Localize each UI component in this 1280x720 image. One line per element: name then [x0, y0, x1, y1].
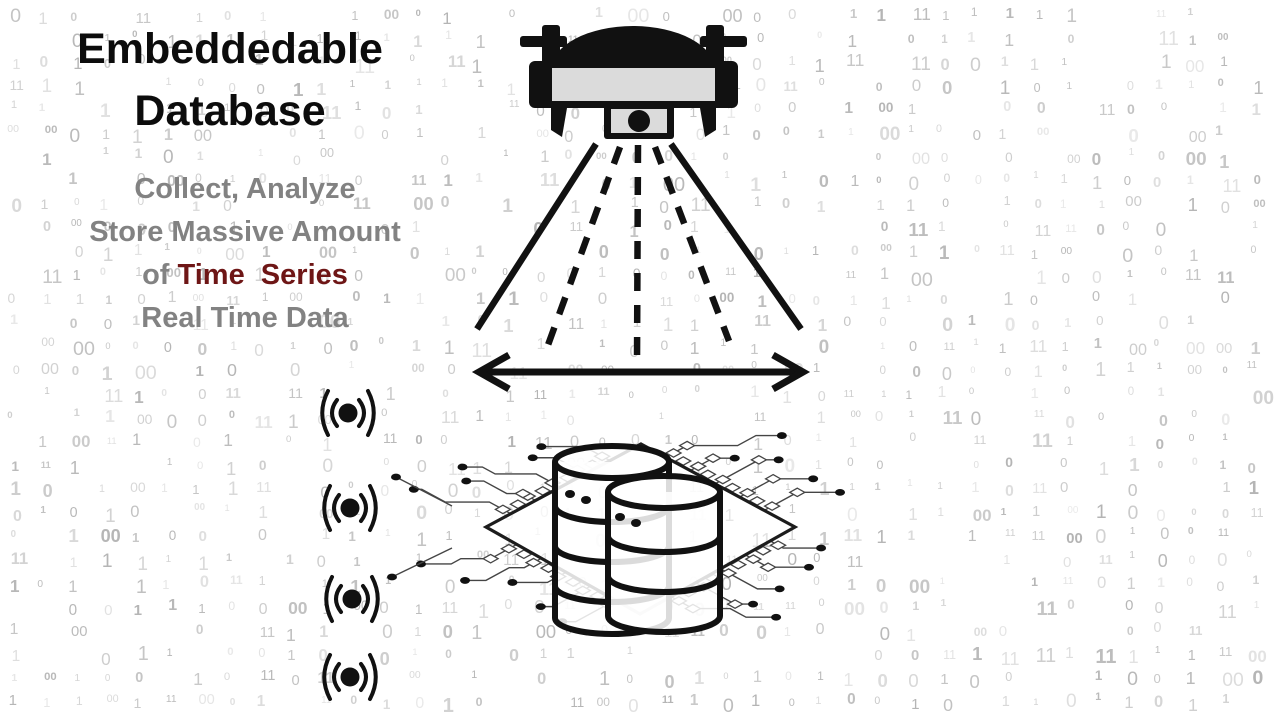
trace-endpoint — [527, 454, 538, 462]
trace-endpoint — [808, 475, 819, 483]
signal-dot — [338, 403, 358, 423]
scan-width-arrow — [471, 351, 811, 393]
wireless-sensor-icon — [320, 389, 376, 437]
trace-pad — [738, 487, 757, 498]
trace-pad — [678, 440, 696, 451]
trace-endpoint — [461, 477, 472, 485]
wireless-sensor-icon — [324, 575, 380, 623]
trace-endpoint — [773, 456, 784, 464]
camera-scan-cone — [474, 142, 804, 363]
tagline-line-1: Collect, Analyze — [134, 173, 356, 205]
title-line-1: Embeddedable — [77, 25, 383, 73]
trace-endpoint — [536, 443, 547, 450]
camera-lens — [628, 110, 650, 132]
trace-pad — [481, 553, 500, 564]
tagline: Collect, Analyze Store Massive Amount of… — [38, 168, 452, 340]
trace-endpoint — [774, 585, 785, 593]
trace-pad — [763, 501, 781, 512]
trace-pad — [704, 453, 722, 464]
trace-endpoint — [803, 563, 814, 571]
signal-dot — [342, 589, 362, 609]
trace-pad — [713, 474, 732, 485]
trace-endpoint — [771, 613, 782, 621]
sensor-link-trace — [391, 547, 453, 578]
trace-endpoint — [387, 573, 397, 581]
database-cylinder-front — [605, 473, 723, 635]
database-stack-icon — [552, 443, 723, 637]
trace-endpoint — [835, 488, 846, 496]
trace-pad — [750, 454, 768, 465]
circuit-trace — [665, 434, 782, 458]
trace-endpoint — [535, 603, 546, 611]
trace-pad — [719, 568, 738, 579]
trace-endpoint — [507, 579, 518, 586]
tagline-line-4: Real Time Data — [141, 302, 349, 334]
trace-endpoint — [460, 577, 471, 584]
circuit-trace — [420, 543, 518, 565]
trace-endpoint — [729, 454, 740, 462]
trace-pad — [524, 557, 543, 568]
signal-dot — [340, 498, 360, 518]
tagline-highlight: Time Series — [177, 259, 348, 291]
trace-pad — [500, 543, 518, 554]
trace-pad — [689, 461, 708, 472]
trace-endpoint — [391, 473, 401, 481]
tagline-line-3-prefix: of — [142, 259, 178, 291]
trace-pad — [744, 554, 763, 565]
trace-endpoint — [457, 463, 468, 471]
wireless-sensor-icon — [322, 653, 378, 701]
trace-pad — [764, 473, 782, 484]
tagline-line-3: of Time Series — [38, 254, 452, 297]
trace-endpoint — [748, 600, 759, 608]
drone-icon — [520, 25, 747, 139]
signal-dot — [340, 667, 360, 687]
trace-pad — [769, 540, 787, 551]
trace-endpoint — [816, 544, 827, 552]
trace-pad — [726, 599, 744, 610]
sensor-link-trace — [395, 476, 453, 507]
trace-pad — [759, 562, 777, 573]
trace-pad — [788, 487, 807, 498]
wireless-sensor-icon — [322, 484, 378, 532]
trace-pad — [514, 488, 532, 499]
trace-pad — [664, 448, 683, 458]
page-title: Embeddedable Database — [28, 18, 432, 142]
trace-endpoint — [776, 432, 787, 439]
circuit-trace — [462, 466, 561, 488]
tagline-line-2: Store Massive Amount — [89, 216, 401, 248]
trace-pad — [494, 504, 512, 515]
title-line-2: Database — [134, 87, 326, 135]
